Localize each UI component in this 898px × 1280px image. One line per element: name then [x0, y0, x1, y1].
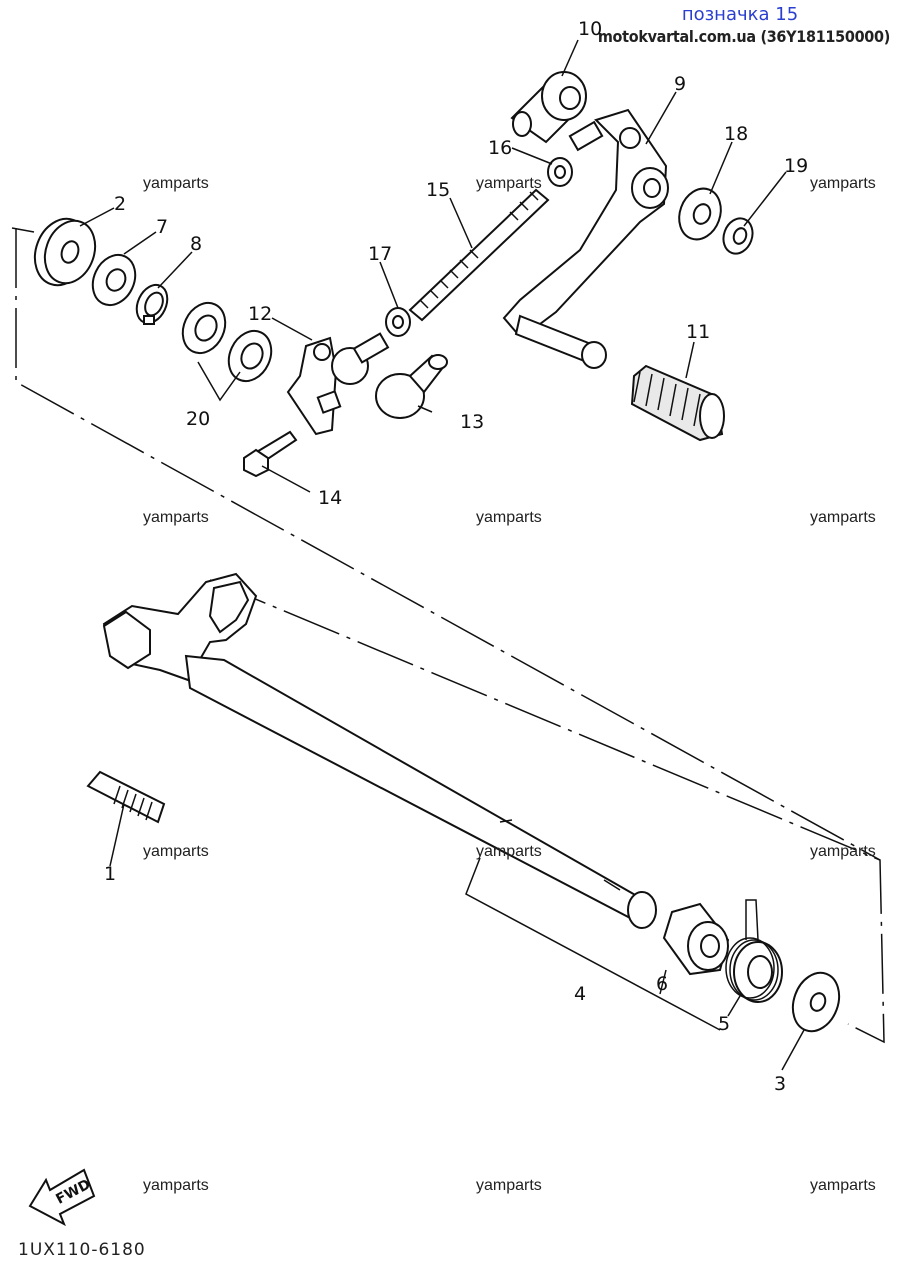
- watermark: yamparts: [810, 509, 876, 526]
- callout-4: 4: [574, 983, 586, 1005]
- diagram-source: motokvartal.com.ua (36Y181150000): [597, 27, 890, 46]
- part-14-bolt: [243, 430, 298, 478]
- part-20-oil-seals: [181, 301, 273, 383]
- part-2-washer: [33, 217, 97, 287]
- part-16-nut: [547, 157, 573, 187]
- part-10-rod-end: [510, 71, 587, 144]
- diagram-title: позначка 15: [681, 4, 799, 25]
- part-11-rubber: [630, 364, 725, 442]
- callout-1: 1: [104, 863, 116, 885]
- callout-15: 15: [426, 179, 450, 201]
- part-4-shift-shaft: [102, 572, 657, 929]
- callout-14: 14: [318, 487, 342, 509]
- part-6-collar: [662, 902, 730, 976]
- callout-17: 17: [368, 243, 392, 265]
- part-3-washer: [791, 971, 841, 1033]
- callout-13: 13: [460, 411, 484, 433]
- watermark: yamparts: [143, 509, 209, 526]
- watermark: yamparts: [476, 843, 542, 860]
- watermark: yamparts: [143, 175, 209, 192]
- callout-16: 16: [488, 137, 512, 159]
- part-15-shift-rod: [408, 188, 550, 322]
- callout-20: 20: [186, 408, 210, 430]
- part-1-stud-bolt: [86, 770, 166, 824]
- watermark: yamparts: [143, 1177, 209, 1194]
- part-19-circlip: [722, 217, 754, 255]
- part-12-ball-joint: [331, 332, 390, 385]
- watermark: yamparts: [810, 175, 876, 192]
- callout-19: 19: [784, 155, 808, 177]
- part-17-nut: [385, 307, 411, 337]
- watermark: yamparts: [143, 843, 209, 860]
- fwd-arrow-icon: FWD: [28, 1168, 96, 1227]
- callout-3: 3: [774, 1073, 786, 1095]
- callout-8: 8: [190, 233, 202, 255]
- callout-12: 12: [248, 303, 272, 325]
- watermark: yamparts: [810, 843, 876, 860]
- leader-lines: [79, 39, 805, 1071]
- callout-2: 2: [114, 193, 126, 215]
- callout-11: 11: [686, 321, 710, 343]
- part-7-washer: [91, 253, 137, 307]
- lower-assembly-frame: [209, 579, 885, 1044]
- part-13-boot: [375, 354, 448, 419]
- callout-6: 6: [656, 973, 668, 995]
- part-18-washer: [678, 187, 722, 241]
- part-9-shift-pedal: [502, 108, 669, 369]
- callout-5: 5: [718, 1013, 730, 1035]
- watermark: yamparts: [476, 1177, 542, 1194]
- part-5-spring: [725, 899, 783, 1003]
- part-12-shift-arm: [286, 336, 342, 436]
- part-8-circlip: [135, 283, 169, 325]
- callout-7: 7: [156, 216, 168, 238]
- callout-labels: 2 7 8 20 12 17 13 14 15 16 10 9 18 19 11…: [104, 18, 808, 1095]
- watermark: yamparts: [476, 175, 542, 192]
- watermark: yamparts: [810, 1177, 876, 1194]
- watermark: yamparts: [476, 509, 542, 526]
- callout-10: 10: [578, 18, 602, 40]
- callout-18: 18: [724, 123, 748, 145]
- upper-assembly-frame: [11, 227, 881, 861]
- diagram-code: 1UX110-6180: [18, 1240, 146, 1260]
- callout-9: 9: [674, 73, 686, 95]
